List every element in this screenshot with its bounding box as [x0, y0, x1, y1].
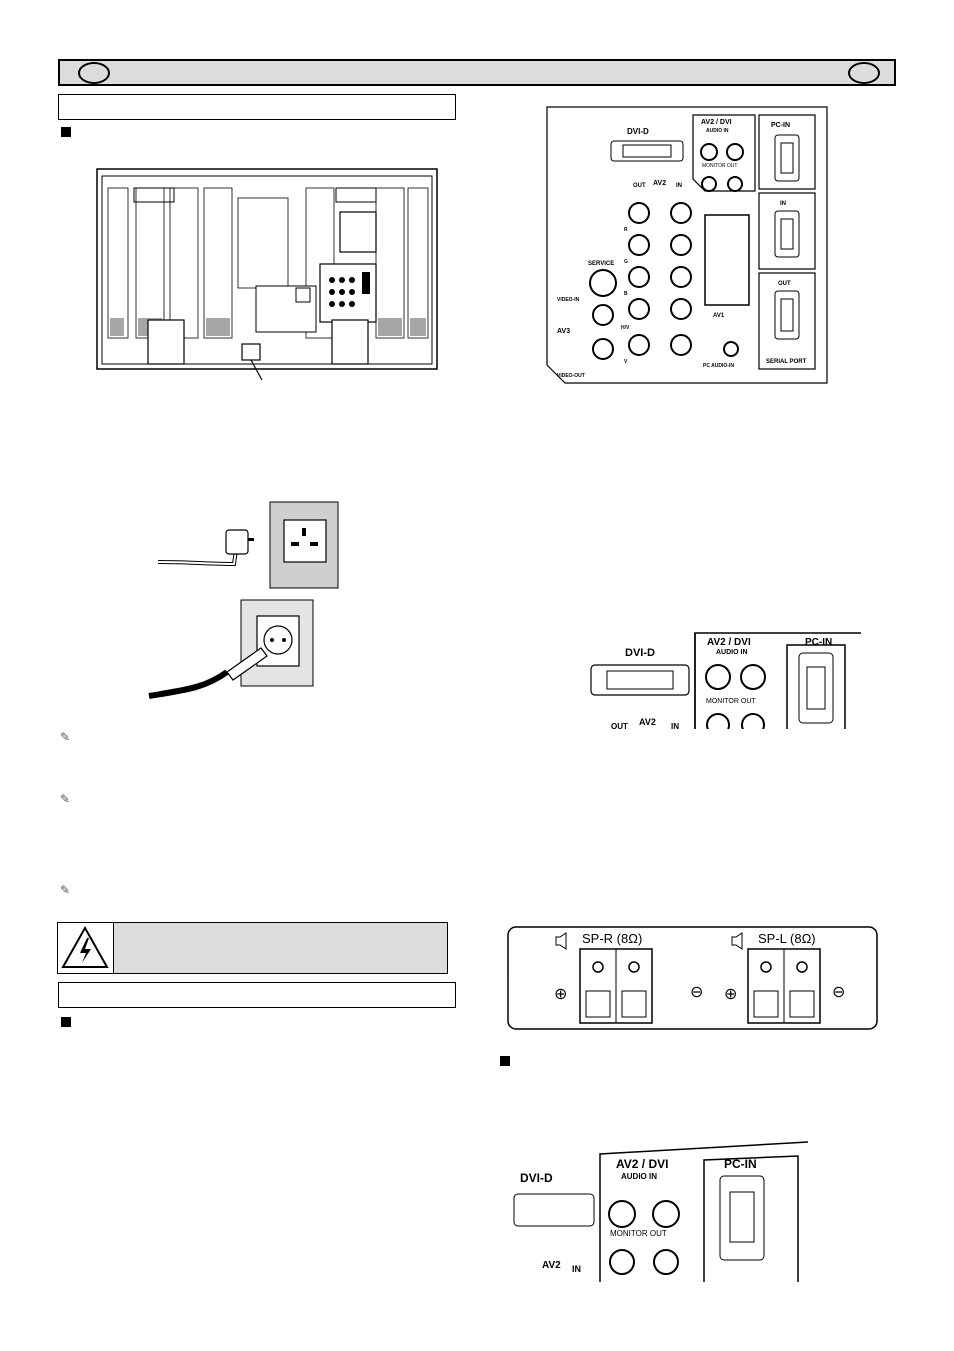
- pencil-icon: ✎: [60, 883, 71, 897]
- warning-icon-cell: [58, 923, 114, 973]
- pencil-icon: ✎: [60, 792, 71, 806]
- pc-in-label-bottom: PC-IN: [724, 1157, 757, 1171]
- header-bar: [58, 59, 896, 86]
- audio-in-label-closeup: AUDIO IN: [716, 649, 748, 656]
- speaker-left-label: SP-L (8Ω): [758, 931, 816, 946]
- warning-box: [57, 922, 448, 974]
- dvi-connector-closeup: DVI-D AV2 / DVI AUDIO IN MONITOR OUT PC-…: [590, 632, 861, 729]
- serial-out-label: OUT: [778, 281, 791, 287]
- av2-dvi-label-closeup: AV2 / DVI: [707, 637, 751, 648]
- monitor-out-label: MONITOR OUT: [702, 163, 737, 169]
- audio-in-label: AUDIO IN: [706, 128, 729, 134]
- bullet-square-3: [500, 1056, 510, 1066]
- av2-dvi-label-bottom: AV2 / DVI: [616, 1157, 668, 1171]
- audio-connector-closeup: DVI-D AV2 / DVI AUDIO IN MONITOR OUT PC-…: [513, 1141, 809, 1282]
- monitor-out-label-closeup: MONITOR OUT: [706, 698, 756, 705]
- hv-label: H/V: [621, 325, 630, 331]
- header-left-oval: [78, 62, 110, 84]
- r-label: R: [624, 227, 628, 233]
- audio-in-label-bottom: AUDIO IN: [621, 1172, 657, 1181]
- euro-plug-figure: [148, 599, 314, 699]
- pc-audio-in-label: PC AUDIO-IN: [703, 363, 734, 369]
- av2-label-closeup: AV2: [639, 717, 656, 727]
- dvi-label: DVI-D: [627, 127, 649, 136]
- av2-label: AV2: [653, 180, 666, 187]
- av1-label: AV1: [713, 313, 725, 319]
- monitor-out-label-bottom: MONITOR OUT: [610, 1229, 667, 1238]
- av3-label: AV3: [557, 328, 570, 335]
- minus-terminal-left: ⊖: [832, 984, 845, 1001]
- bullet-square-2: [61, 1017, 71, 1027]
- minus-terminal-right: ⊖: [690, 984, 703, 1001]
- header-right-oval: [848, 62, 880, 84]
- service-label: SERVICE: [588, 261, 614, 267]
- pc-in-label-closeup: PC-IN: [805, 637, 832, 648]
- g-label: G: [624, 259, 628, 265]
- av2-dvi-label: AV2 / DVI: [701, 119, 732, 126]
- speaker-terminal-panel: SP-R (8Ω) ⊕ ⊖ SP-L (8Ω) ⊕ ⊖: [507, 926, 878, 1030]
- tv-rear-figure: [96, 168, 438, 381]
- out-label: OUT: [633, 183, 646, 189]
- av2-label-bottom: AV2: [542, 1260, 561, 1271]
- video-out-label: VIDEO-OUT: [557, 373, 585, 379]
- bullet-square-1: [61, 127, 71, 137]
- pc-in-label: PC-IN: [771, 122, 790, 129]
- dvi-label-bottom: DVI-D: [520, 1171, 553, 1185]
- serial-in-label: IN: [780, 201, 786, 207]
- serial-port-label: SERIAL PORT: [766, 359, 807, 365]
- speaker-right-label: SP-R (8Ω): [582, 931, 642, 946]
- in-label-closeup: IN: [671, 722, 679, 729]
- plus-terminal-left: ⊕: [724, 986, 737, 1003]
- high-voltage-icon: [61, 925, 109, 968]
- out-label-closeup: OUT: [611, 722, 628, 729]
- b-label: B: [624, 291, 628, 297]
- uk-plug-figure: [157, 501, 339, 589]
- plus-terminal-right: ⊕: [554, 986, 567, 1003]
- pencil-icon: ✎: [60, 730, 71, 744]
- video-in-label: VIDEO-IN: [557, 297, 580, 303]
- section-title-box-1: [58, 94, 456, 120]
- dvi-label-closeup: DVI-D: [625, 647, 655, 659]
- in-label: IN: [676, 183, 682, 189]
- section-title-box-2: [58, 982, 456, 1008]
- rear-connector-panel: DVI-D AV2 / DVI AUDIO IN MONITOR OUT PC-…: [546, 106, 828, 384]
- v-label: V: [624, 359, 628, 365]
- in-label-bottom: IN: [572, 1264, 581, 1274]
